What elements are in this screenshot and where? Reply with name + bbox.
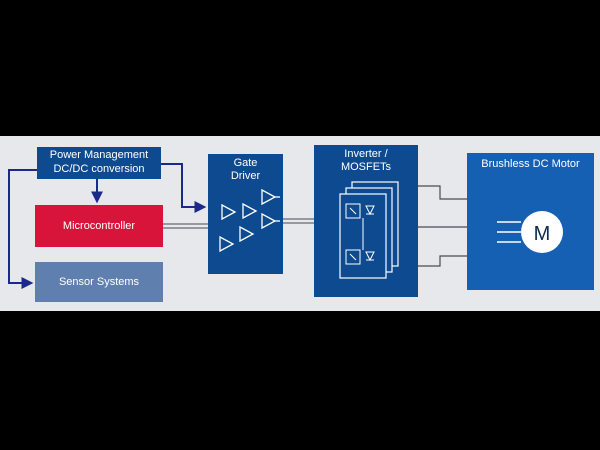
buffer-icon [261, 212, 277, 230]
power-management-line1: Power Management [49, 149, 149, 161]
gate-driver-buffers [219, 188, 280, 253]
buffer-icon [261, 188, 277, 206]
sensor-systems-block: Sensor Systems [35, 262, 163, 302]
microcontroller-label: Microcontroller [62, 220, 136, 232]
motor-symbol-label: M [534, 223, 551, 245]
mosfet-icon [345, 203, 375, 265]
power-management-line2: DC/DC conversion [53, 163, 145, 175]
buffer-icon [239, 225, 255, 243]
phase-line-3 [418, 255, 467, 267]
inverter-line2: MOSFETs [340, 161, 392, 173]
gate-driver-line1: Gate [233, 157, 258, 169]
sensor-systems-label: Sensor Systems [58, 276, 140, 288]
mosfet-stack [339, 181, 399, 279]
buffer-icon [221, 203, 237, 221]
microcontroller-block: Microcontroller [35, 205, 163, 247]
phase-line-1 [418, 185, 467, 200]
arrow-power-to-gate-driver [161, 163, 207, 213]
buffer-icon [219, 235, 235, 253]
arrow-power-to-sensor [8, 169, 37, 289]
gate-driver-line2: Driver [230, 170, 261, 182]
motor-icon [521, 211, 563, 253]
motor-block-label: Brushless DC Motor [481, 158, 580, 170]
power-management-block: Power Management DC/DC conversion [37, 147, 161, 179]
motor-symbol: M [497, 211, 563, 253]
inverter-line1: Inverter / [344, 148, 388, 160]
buffer-icon [242, 202, 258, 220]
gate-driver-block: Gate Driver [208, 154, 283, 274]
